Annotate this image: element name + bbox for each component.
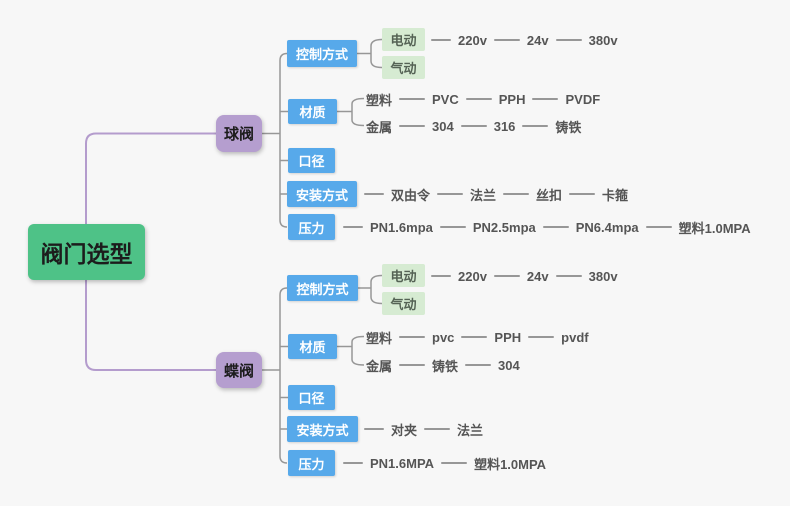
leaf-node-install-item[interactable]: 法兰 (457, 422, 484, 438)
leaf-node-voltage[interactable]: 24v (526, 268, 549, 284)
connector-dash (441, 462, 468, 464)
category-node-ball-control[interactable]: 控制方式 (287, 40, 357, 67)
chain-butterfly-pressure: PN1.6MPA 塑料1.0MPA (343, 454, 546, 472)
chain-butterfly-voltages: 220v 24v 380v (431, 267, 618, 285)
butterfly-spine (262, 287, 288, 464)
connector-dash (522, 125, 549, 127)
connector-dash (343, 462, 363, 464)
connector-dash (645, 226, 672, 228)
ball-spine (262, 52, 288, 228)
leaf-node-material-item[interactable]: PVDF (565, 91, 601, 107)
category-node-ball-material[interactable]: 材质 (288, 99, 337, 124)
leaf-node-pressure-item[interactable]: 塑料1.0MPA (474, 456, 547, 472)
leaf-node-pressure-item[interactable]: PN1.6mpa (370, 219, 433, 235)
leaf-node-material-item[interactable]: pvdf (561, 329, 589, 345)
connector-dash (437, 193, 464, 195)
connector-dash (569, 193, 596, 195)
leaf-node-pressure-item[interactable]: 塑料1.0MPA (678, 220, 751, 236)
leaf-node-material-item[interactable]: 铸铁 (555, 119, 582, 135)
chain-ball-voltages: 220v 24v 380v (431, 31, 618, 49)
connector-dash (431, 39, 451, 41)
leaf-node-plastic[interactable]: 塑料 (366, 330, 393, 346)
leaf-node-voltage[interactable]: 220v (458, 32, 487, 48)
butterfly-material-fork (337, 335, 365, 366)
connector-dash (460, 125, 487, 127)
connector-dash (399, 98, 426, 100)
leaf-node-voltage[interactable]: 220v (458, 268, 487, 284)
connector-dash (542, 226, 569, 228)
connector-dash (555, 39, 582, 41)
connector-dash (439, 226, 466, 228)
leaf-node-material-item[interactable]: 304 (498, 357, 520, 373)
connector-dash (493, 275, 520, 277)
leaf-node-pressure-item[interactable]: PN2.5mpa (472, 219, 536, 235)
leaf-node-pressure-item[interactable]: PN6.4mpa (575, 219, 639, 235)
ball-material-fork (337, 97, 365, 127)
connector-dash (364, 428, 384, 430)
connector-dash (399, 336, 426, 338)
leaf-node-install-item[interactable]: 对夹 (391, 422, 418, 438)
connector-dash (532, 98, 559, 100)
connector-dash (493, 39, 520, 41)
category-node-butterfly-material[interactable]: 材质 (288, 334, 337, 359)
connector-dash (461, 336, 488, 338)
chain-butterfly-install: 对夹 法兰 (364, 420, 483, 438)
category-node-butterfly-pressure[interactable]: 压力 (288, 450, 335, 476)
leaf-node-material-item[interactable]: 304 (432, 118, 454, 134)
connector-dash (528, 336, 555, 338)
branch-node-butterfly-valve[interactable]: 蝶阀 (216, 352, 262, 388)
leaf-node-ball-electric[interactable]: 电动 (382, 28, 425, 51)
connector-dash (343, 226, 363, 228)
leaf-node-butterfly-electric[interactable]: 电动 (382, 264, 425, 287)
leaf-node-material-item[interactable]: 铸铁 (432, 358, 459, 374)
chain-butterfly-metal: 金属 铸铁 304 (366, 356, 520, 374)
category-node-butterfly-control[interactable]: 控制方式 (287, 275, 358, 301)
chain-butterfly-plastic: 塑料 pvc PPH pvdf (366, 328, 589, 346)
leaf-node-material-item[interactable]: PPH (494, 329, 522, 345)
ball-control-fork (357, 38, 383, 69)
connector-dash (555, 275, 582, 277)
chain-ball-install: 双由令 法兰 丝扣 卡箍 (364, 185, 628, 203)
category-node-ball-install[interactable]: 安装方式 (287, 181, 357, 207)
connector-dash (431, 275, 451, 277)
connector-dash (465, 98, 492, 100)
leaf-node-pressure-item[interactable]: PN1.6MPA (370, 455, 435, 471)
chain-ball-plastic: 塑料 PVC PPH PVDF (366, 90, 600, 108)
leaf-node-ball-pneumatic[interactable]: 气动 (382, 56, 425, 79)
leaf-node-metal[interactable]: 金属 (366, 119, 393, 135)
leaf-node-install-item[interactable]: 双由令 (391, 187, 431, 203)
leaf-node-butterfly-pneumatic[interactable]: 气动 (382, 292, 425, 315)
leaf-node-install-item[interactable]: 卡箍 (602, 187, 629, 203)
root-node[interactable]: 阀门选型 (28, 224, 145, 280)
leaf-node-material-item[interactable]: PPH (498, 91, 526, 107)
leaf-node-voltage[interactable]: 380v (588, 268, 618, 284)
category-node-butterfly-diameter[interactable]: 口径 (288, 385, 335, 410)
connector-dash (424, 428, 451, 430)
leaf-node-metal[interactable]: 金属 (366, 358, 393, 374)
leaf-node-material-item[interactable]: pvc (432, 329, 455, 345)
category-node-butterfly-install[interactable]: 安装方式 (287, 416, 358, 442)
connector-dash (399, 364, 426, 366)
leaf-node-voltage[interactable]: 380v (588, 32, 618, 48)
leaf-node-plastic[interactable]: 塑料 (366, 92, 393, 108)
connector-dash (399, 125, 426, 127)
leaf-node-material-item[interactable]: PVC (432, 91, 459, 107)
category-node-ball-diameter[interactable]: 口径 (288, 148, 335, 173)
leaf-node-install-item[interactable]: 丝扣 (536, 187, 563, 203)
chain-ball-metal: 金属 304 316 铸铁 (366, 117, 581, 135)
butterfly-control-fork (358, 274, 383, 305)
connector-dash (465, 364, 492, 366)
branch-node-ball-valve[interactable]: 球阀 (216, 115, 262, 152)
connector-dash (364, 193, 384, 195)
leaf-node-voltage[interactable]: 24v (526, 32, 549, 48)
connector-dash (503, 193, 530, 195)
category-node-ball-pressure[interactable]: 压力 (288, 214, 335, 240)
chain-ball-pressure: PN1.6mpa PN2.5mpa PN6.4mpa 塑料1.0MPA (343, 218, 751, 236)
leaf-node-material-item[interactable]: 316 (493, 118, 516, 134)
leaf-node-install-item[interactable]: 法兰 (470, 187, 497, 203)
